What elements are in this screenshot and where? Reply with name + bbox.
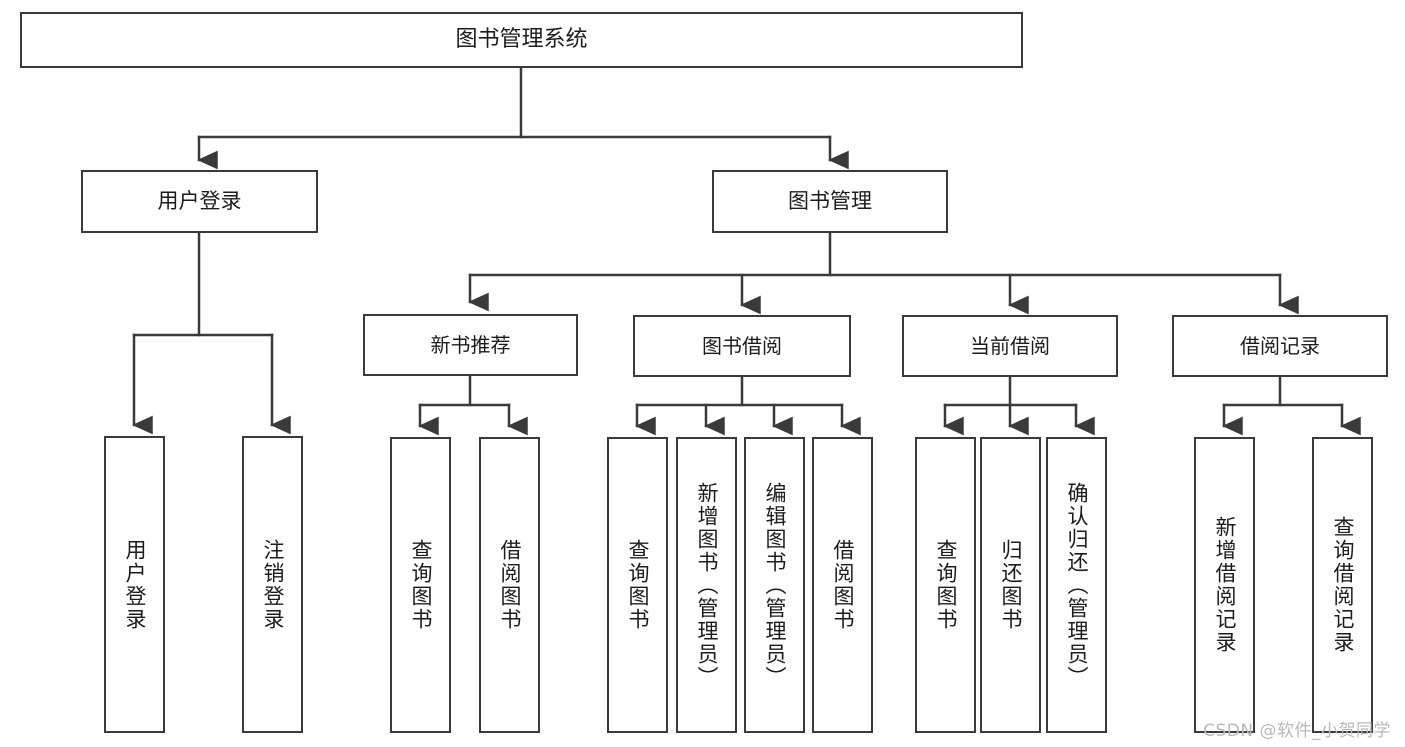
leaf-logout-label: 注销登录 [261,538,285,631]
leaf-query-record[interactable]: 查询借阅记录 [1312,437,1373,733]
leaf-add-record[interactable]: 新增借阅记录 [1194,437,1255,733]
watermark: CSDN @软件_小贺同学 [1203,721,1391,741]
node-borrow-record[interactable]: 借阅记录 [1172,315,1388,377]
node-borrow-record-label: 借阅记录 [1240,333,1320,358]
leaf-borrow-book-1[interactable]: 借阅图书 [479,437,540,733]
leaf-query-record-label: 查询借阅记录 [1331,516,1355,654]
leaf-borrow-book-1-label: 借阅图书 [498,539,522,631]
leaf-query-book-1-label: 查询图书 [409,539,433,631]
leaf-add-book[interactable]: 新增图书（管理员） [676,437,737,733]
node-book-manage[interactable]: 图书管理 [712,170,948,233]
node-user-login-label: 用户登录 [157,188,242,213]
node-root-label: 图书管理系统 [455,26,588,52]
leaf-query-book-3[interactable]: 查询图书 [915,437,976,733]
node-user-login[interactable]: 用户登录 [81,170,318,233]
leaf-borrow-book-2[interactable]: 借阅图书 [812,437,873,733]
leaf-return-book-label: 归还图书 [999,539,1023,631]
leaf-query-book-1[interactable]: 查询图书 [390,437,451,733]
leaf-return-book[interactable]: 归还图书 [980,437,1041,733]
leaf-user-login[interactable]: 用户登录 [104,436,165,733]
node-current-borrow-label: 当前借阅 [970,333,1050,358]
leaf-query-book-2[interactable]: 查询图书 [607,437,668,733]
node-root[interactable]: 图书管理系统 [20,12,1023,68]
leaf-query-book-3-label: 查询图书 [934,539,958,631]
node-current-borrow[interactable]: 当前借阅 [902,315,1118,377]
leaf-edit-book-label: 编辑图书（管理员） [763,481,787,689]
leaf-add-book-label: 新增图书（管理员） [695,481,719,689]
node-new-book-recommend-label: 新书推荐 [430,332,511,357]
leaf-confirm-return-label: 确认归还（管理员） [1065,481,1089,689]
leaf-logout[interactable]: 注销登录 [242,436,303,733]
leaf-borrow-book-2-label: 借阅图书 [831,539,855,631]
node-new-book-recommend[interactable]: 新书推荐 [363,314,578,376]
node-book-manage-label: 图书管理 [788,188,872,213]
leaf-edit-book[interactable]: 编辑图书（管理员） [744,437,805,733]
node-book-borrow-label: 图书借阅 [702,333,782,358]
leaf-confirm-return[interactable]: 确认归还（管理员） [1046,437,1107,733]
leaf-query-book-2-label: 查询图书 [626,539,650,631]
node-book-borrow[interactable]: 图书借阅 [633,315,851,377]
leaf-add-record-label: 新增借阅记录 [1213,516,1237,654]
leaf-user-login-label: 用户登录 [123,538,147,631]
